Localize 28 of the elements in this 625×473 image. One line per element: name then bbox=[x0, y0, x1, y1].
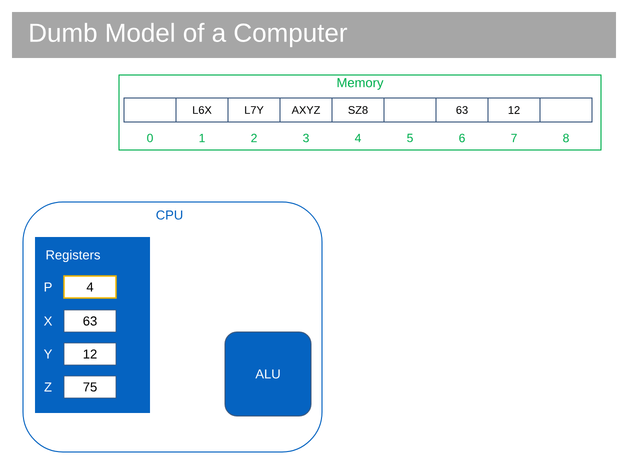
memory-cell: 63 bbox=[436, 98, 488, 122]
register-box: 4 bbox=[63, 275, 117, 299]
register-box: 63 bbox=[64, 310, 116, 332]
register-box: 75 bbox=[64, 376, 116, 398]
memory-cell: SZ8 bbox=[332, 98, 384, 122]
register-name: X bbox=[44, 316, 52, 326]
address-number: 7 bbox=[511, 134, 517, 142]
register-box: 12 bbox=[64, 342, 116, 366]
address-number: 3 bbox=[303, 134, 309, 142]
address-number: 2 bbox=[251, 134, 257, 142]
alu-box: ALU bbox=[224, 331, 312, 416]
memory-cell: 12 bbox=[488, 98, 540, 122]
address-number: 5 bbox=[407, 134, 413, 142]
address-number: 8 bbox=[563, 134, 569, 142]
register-name: P bbox=[44, 282, 52, 292]
address-number: 6 bbox=[459, 134, 465, 142]
memory-cell: L6X bbox=[176, 98, 228, 122]
memory-cell: AXYZ bbox=[280, 98, 332, 122]
register-name: Z bbox=[44, 382, 52, 392]
address-number: 4 bbox=[354, 134, 361, 142]
memory-cell bbox=[124, 98, 176, 122]
memory-cell: L7Y bbox=[228, 98, 280, 122]
memory-cell bbox=[384, 98, 436, 122]
memory-cell bbox=[540, 98, 592, 122]
register-name: Y bbox=[44, 350, 52, 358]
address-number: 1 bbox=[200, 134, 205, 142]
title-band: Dumb Model of a Computer bbox=[12, 12, 616, 58]
address-number: 0 bbox=[147, 134, 153, 142]
